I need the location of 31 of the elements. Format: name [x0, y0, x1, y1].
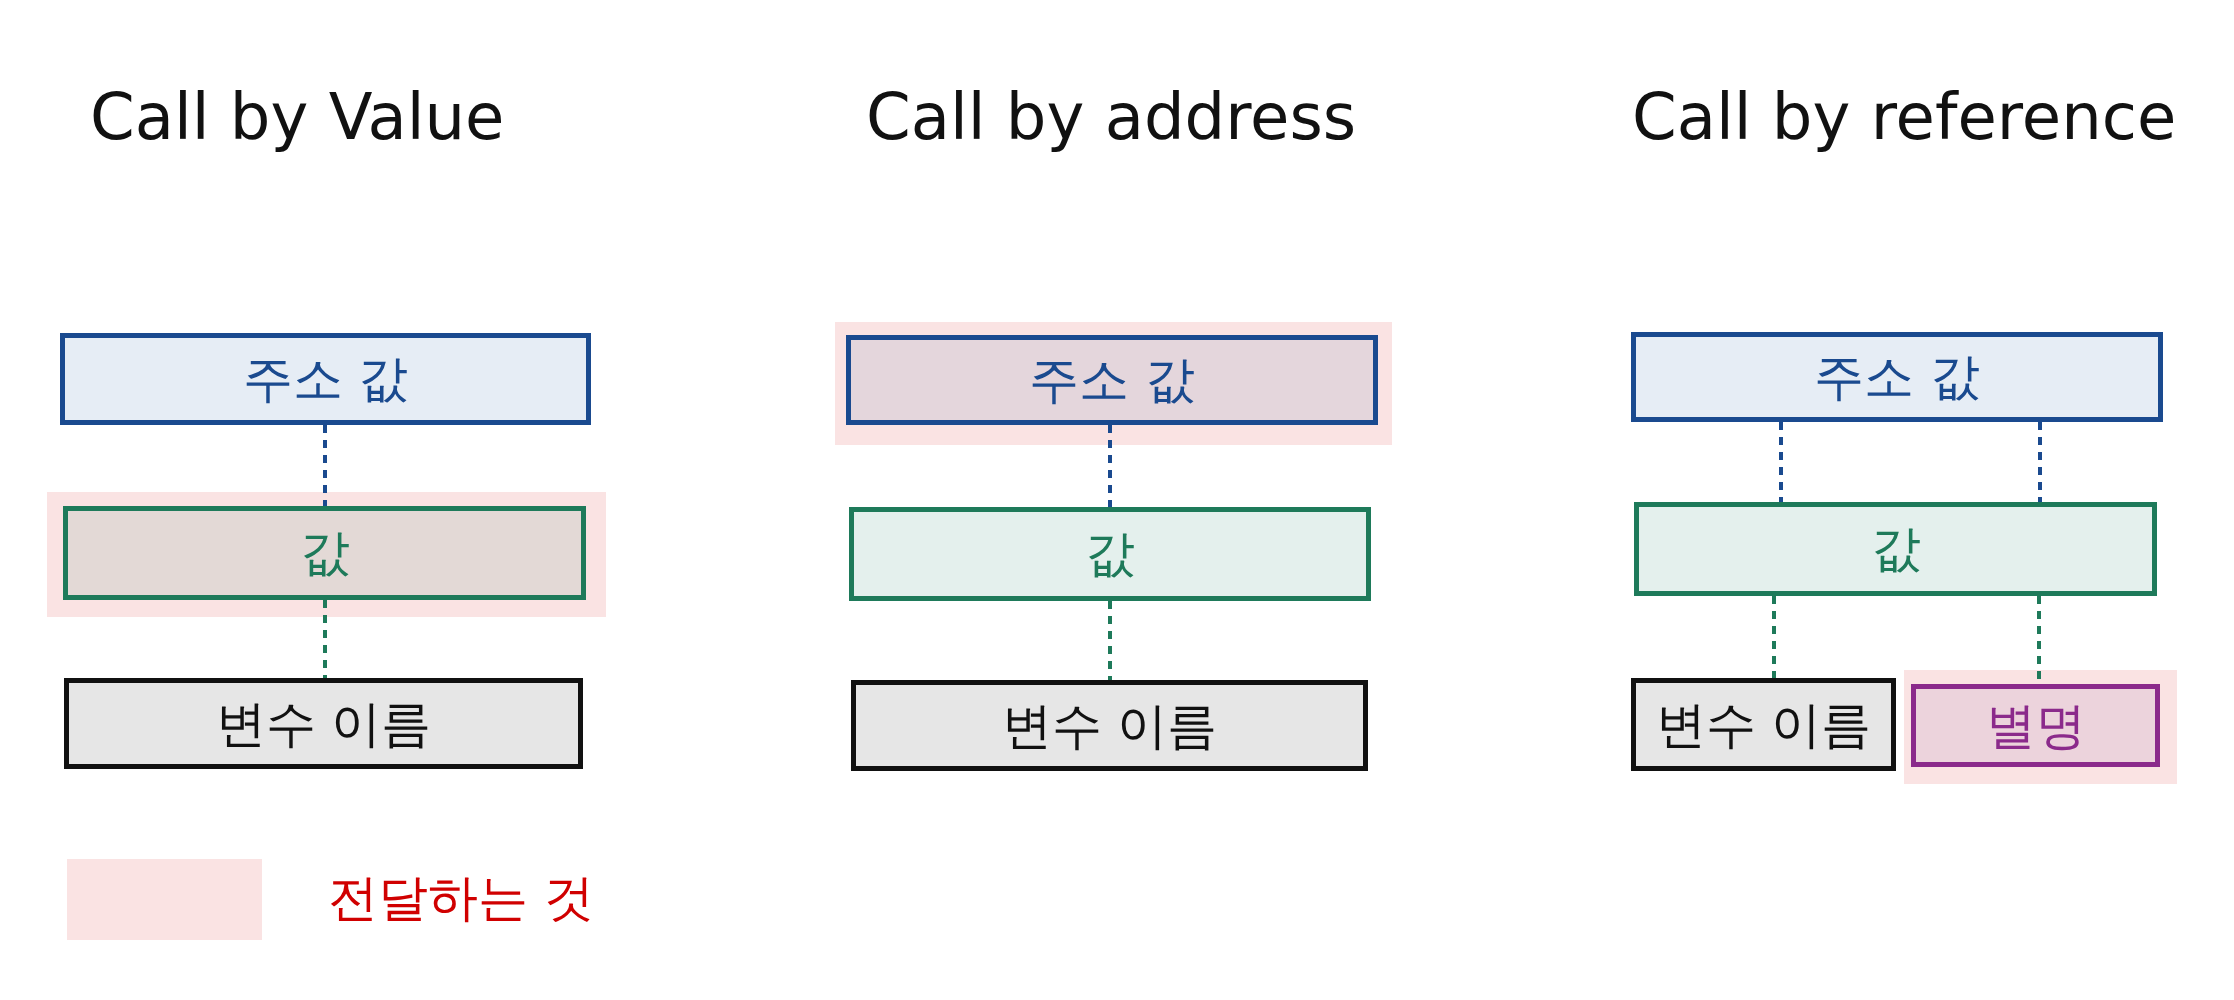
variable-name-box [851, 680, 1368, 771]
dashed-connector [1772, 596, 1776, 678]
column-heading: Call by reference [1632, 80, 2177, 154]
dashed-connector [323, 600, 327, 678]
legend-label: 전달하는 것 [328, 873, 594, 923]
dashed-connector [2038, 422, 2042, 502]
value-box [849, 507, 1371, 601]
dashed-connector [1779, 422, 1783, 502]
dashed-connector [323, 425, 327, 506]
box-label: 주소 값 [1029, 355, 1195, 405]
value-box [63, 506, 586, 600]
value-box [1634, 502, 2157, 596]
box-label: 값 [1870, 524, 1921, 574]
column-heading: Call by address [866, 80, 1357, 154]
column-heading: Call by Value [90, 80, 505, 154]
address-box [1631, 332, 2163, 422]
alias-box [1911, 684, 2160, 767]
dashed-connector [1108, 425, 1112, 507]
box-label: 변수 이름 [1655, 699, 1872, 750]
dashed-connector [1108, 601, 1112, 680]
box-label: 값 [299, 528, 350, 578]
address-box [846, 335, 1378, 425]
box-label: 변수 이름 [1001, 700, 1218, 751]
box-label: 별명 [1985, 700, 2086, 751]
box-label: 주소 값 [1814, 352, 1980, 402]
variable-name-box [1631, 678, 1896, 771]
box-label: 변수 이름 [215, 698, 432, 749]
box-label: 주소 값 [242, 354, 409, 404]
address-box [60, 333, 591, 425]
variable-name-box [64, 678, 583, 769]
box-label: 값 [1085, 529, 1135, 579]
